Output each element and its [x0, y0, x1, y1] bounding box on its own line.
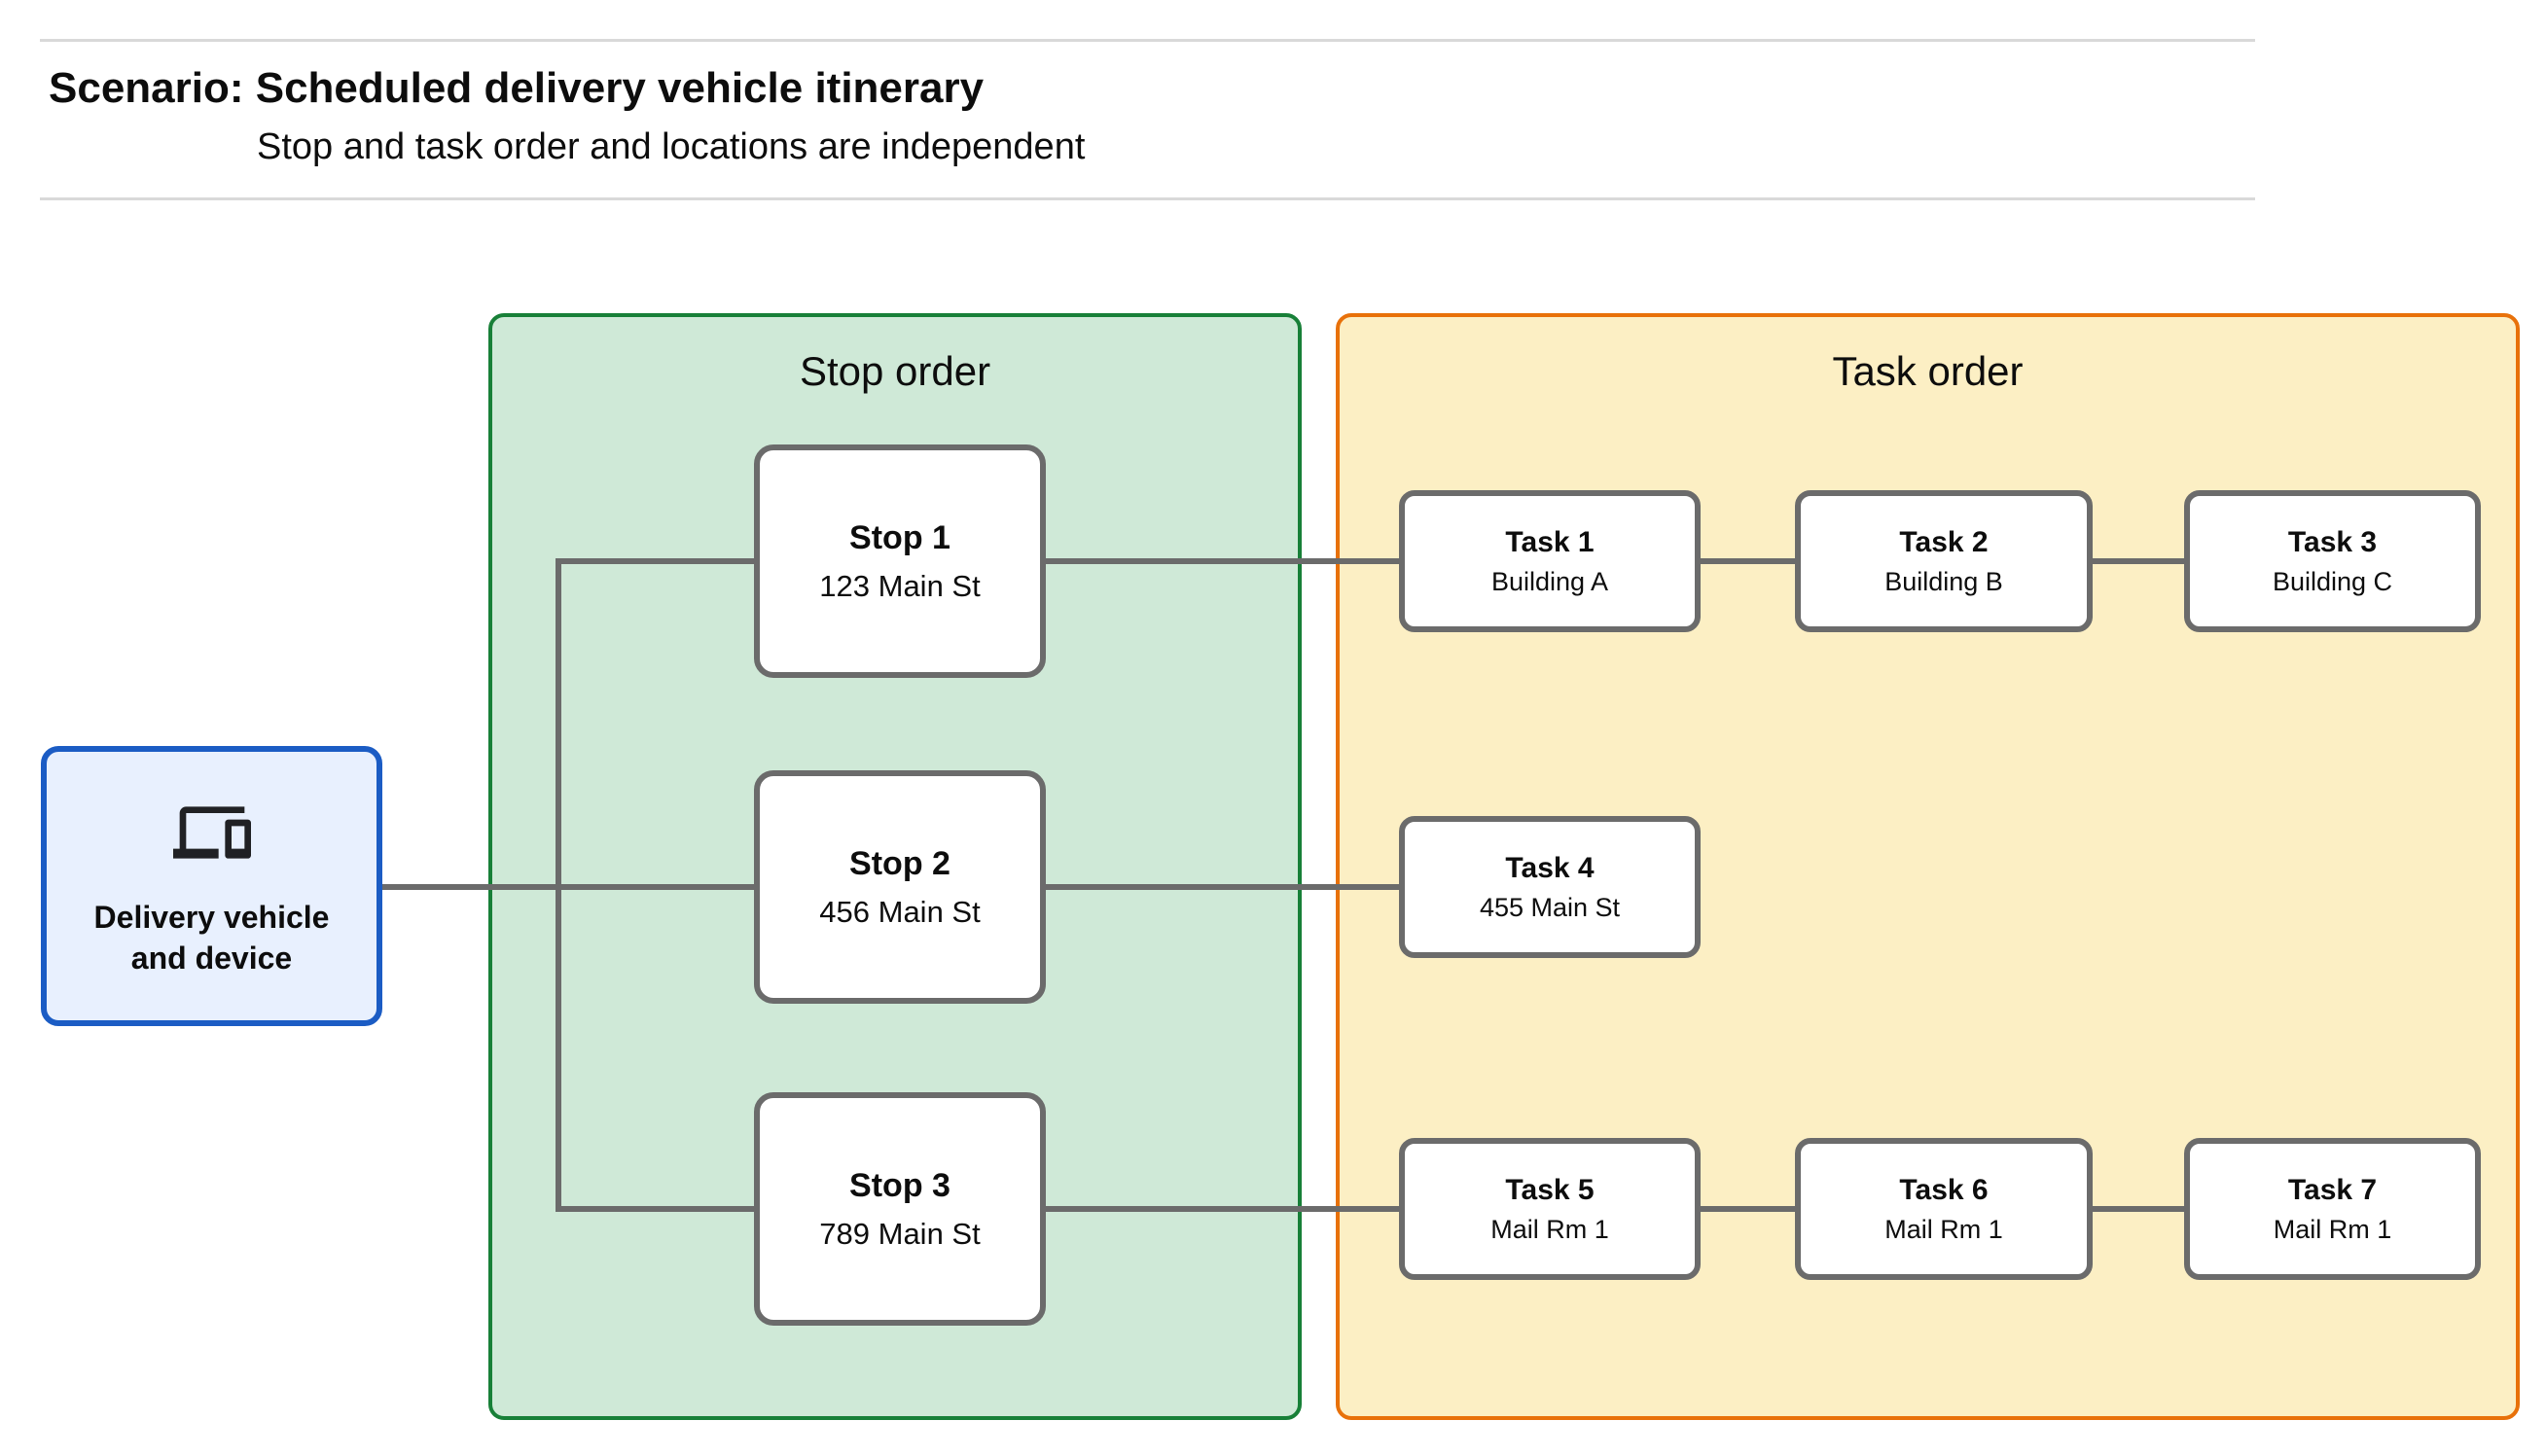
task-6-location: Mail Rm 1: [1884, 1214, 2003, 1244]
task-4-node: Task 4 455 Main St: [1399, 816, 1701, 958]
edge-trunk-vertical: [556, 558, 561, 1212]
stop-1-title: Stop 1: [849, 518, 950, 556]
delivery-vehicle-label: Delivery vehicle and device: [93, 900, 330, 976]
edge-device-stop2: [382, 884, 754, 890]
stop-3-node: Stop 3 789 Main St: [754, 1092, 1046, 1326]
task-7-title: Task 7: [2287, 1173, 2378, 1206]
stop-3-location: 789 Main St: [819, 1216, 981, 1251]
edge-stop1-task1: [1046, 558, 1399, 564]
task-3-location: Building C: [2272, 566, 2393, 596]
header-divider: [40, 197, 2255, 200]
stop-order-label: Stop order: [799, 348, 991, 394]
task-1-node: Task 1 Building A: [1399, 490, 1701, 632]
stop-1-location: 123 Main St: [819, 568, 981, 603]
edge-task5-task6: [1701, 1206, 1795, 1212]
top-divider: [40, 39, 2255, 42]
task-1-title: Task 1: [1505, 525, 1595, 558]
stop-2-title: Stop 2: [849, 844, 950, 882]
task-2-node: Task 2 Building B: [1795, 490, 2093, 632]
task-5-title: Task 5: [1505, 1173, 1595, 1206]
edge-task1-task2: [1701, 558, 1795, 564]
task-3-title: Task 3: [2287, 525, 2378, 558]
page-subtitle: Stop and task order and locations are in…: [257, 126, 1086, 167]
task-6-title: Task 6: [1899, 1173, 1989, 1206]
task-7-location: Mail Rm 1: [2273, 1214, 2392, 1244]
task-1-location: Building A: [1490, 566, 1609, 596]
stop-2-node: Stop 2 456 Main St: [754, 770, 1046, 1004]
task-4-location: 455 Main St: [1479, 892, 1621, 922]
delivery-vehicle-node: Delivery vehicle and device: [41, 746, 382, 1026]
edge-trunk-stop1: [556, 558, 754, 564]
edge-task2-task3: [2093, 558, 2184, 564]
stop-1-node: Stop 1 123 Main St: [754, 444, 1046, 678]
page-title: Scenario: Scheduled delivery vehicle iti…: [49, 64, 985, 112]
edge-task6-task7: [2093, 1206, 2184, 1212]
task-3-node: Task 3 Building C: [2184, 490, 2481, 632]
devices-icon: [172, 806, 251, 859]
task-2-location: Building B: [1884, 566, 2003, 596]
task-6-node: Task 6 Mail Rm 1: [1795, 1138, 2093, 1280]
edge-trunk-stop3: [556, 1206, 754, 1212]
task-2-title: Task 2: [1899, 525, 1989, 558]
task-5-node: Task 5 Mail Rm 1: [1399, 1138, 1701, 1280]
task-7-node: Task 7 Mail Rm 1: [2184, 1138, 2481, 1280]
edge-stop3-task5: [1046, 1206, 1399, 1212]
task-5-location: Mail Rm 1: [1490, 1214, 1609, 1244]
stop-2-location: 456 Main St: [819, 894, 981, 929]
task-order-label: Task order: [1832, 348, 2024, 394]
task-4-title: Task 4: [1505, 851, 1595, 884]
stop-3-title: Stop 3: [849, 1166, 950, 1204]
edge-stop2-task4: [1046, 884, 1399, 890]
